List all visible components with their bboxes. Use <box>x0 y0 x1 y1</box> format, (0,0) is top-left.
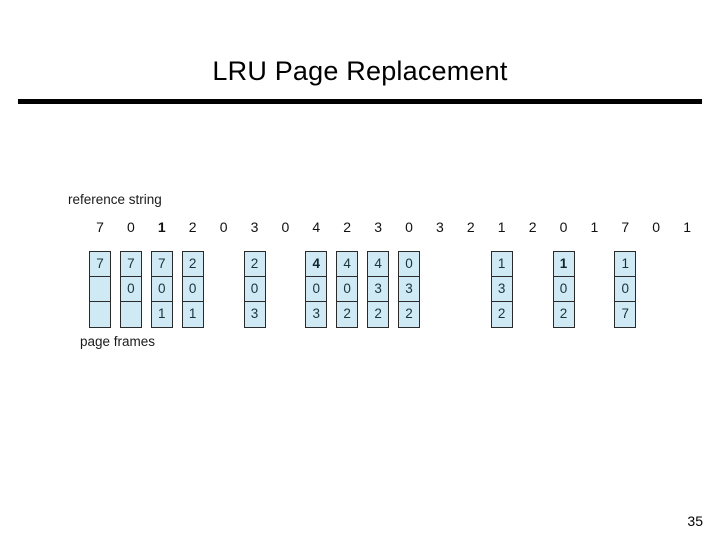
page-frame-cell: 1 <box>151 302 172 327</box>
page-frame-cell: 2 <box>491 302 512 327</box>
page-frame-cell: 3 <box>491 277 512 302</box>
page-frame-cell: 1 <box>182 302 203 327</box>
page-frame-cell: 3 <box>244 302 265 327</box>
page-frame-cell: 7 <box>151 252 172 277</box>
reference-string-value: 7 <box>621 219 630 235</box>
reference-string-value: 0 <box>126 219 135 235</box>
reference-string-value: 1 <box>497 219 506 235</box>
reference-string-value: 3 <box>435 219 444 235</box>
page-frame-cell: 2 <box>399 302 419 327</box>
page-frame-cell: 1 <box>615 252 636 277</box>
page-frame-cell: 1 <box>553 252 574 277</box>
slide-number: 35 <box>687 513 703 529</box>
reference-string-value: 1 <box>590 219 599 235</box>
page-frame-column: 7 <box>89 251 111 328</box>
page-frame-cell: 1 <box>491 252 512 277</box>
page-frame-cell: 2 <box>368 302 389 327</box>
page-frame-cell: 3 <box>306 302 327 327</box>
page-frame-cell: 0 <box>244 277 265 302</box>
page-frame-cell: 0 <box>553 277 574 302</box>
page-frames-label: page frames <box>80 334 156 349</box>
reference-string-value: 7 <box>96 219 104 235</box>
page-frame-cell <box>90 277 110 302</box>
reference-string-label: reference string <box>68 192 162 207</box>
page-frame-cell: 0 <box>399 252 419 277</box>
page-title: LRU Page Replacement <box>212 56 508 87</box>
reference-string-value: 3 <box>374 219 382 235</box>
title-divider <box>18 99 702 104</box>
reference-string-value: 2 <box>466 219 475 235</box>
page-frame-cell: 4 <box>337 252 358 277</box>
page-frame-cell <box>90 302 110 327</box>
page-frame-cell: 4 <box>306 252 327 277</box>
reference-string-value: 0 <box>281 219 290 235</box>
page-frame-cell: 2 <box>553 302 574 327</box>
page-frame-cell: 0 <box>337 277 358 302</box>
page-frame-cell: 7 <box>615 302 636 327</box>
page-frame-cell: 3 <box>399 277 419 302</box>
reference-string-value: 0 <box>219 219 228 235</box>
reference-string-value: 0 <box>405 219 413 235</box>
page-frame-cell: 0 <box>615 277 636 302</box>
page-frame-cell: 7 <box>120 252 141 277</box>
page-frame-cell: 3 <box>368 277 389 302</box>
reference-string-value: 4 <box>312 219 321 235</box>
page-frame-cell: 0 <box>182 277 203 302</box>
page-frame-cell: 0 <box>306 277 327 302</box>
reference-string-value: 2 <box>343 219 352 235</box>
page-frame-cell: 4 <box>368 252 389 277</box>
page-frame-cell: 2 <box>337 302 358 327</box>
page-frame-cell <box>120 302 141 327</box>
reference-string-value: 1 <box>683 219 691 235</box>
reference-string-value: 2 <box>188 219 197 235</box>
page-frame-cell: 2 <box>182 252 203 277</box>
reference-string-value: 2 <box>528 219 537 235</box>
reference-string-value: 3 <box>250 219 259 235</box>
reference-string-value: 0 <box>559 219 568 235</box>
page-frame-cell: 2 <box>244 252 265 277</box>
reference-string-value: 0 <box>652 219 661 235</box>
reference-string-value: 1 <box>157 219 166 235</box>
page-frame-cell: 0 <box>151 277 172 302</box>
page-frame-cell: 0 <box>120 277 141 302</box>
page-frame-cell: 7 <box>90 252 110 277</box>
